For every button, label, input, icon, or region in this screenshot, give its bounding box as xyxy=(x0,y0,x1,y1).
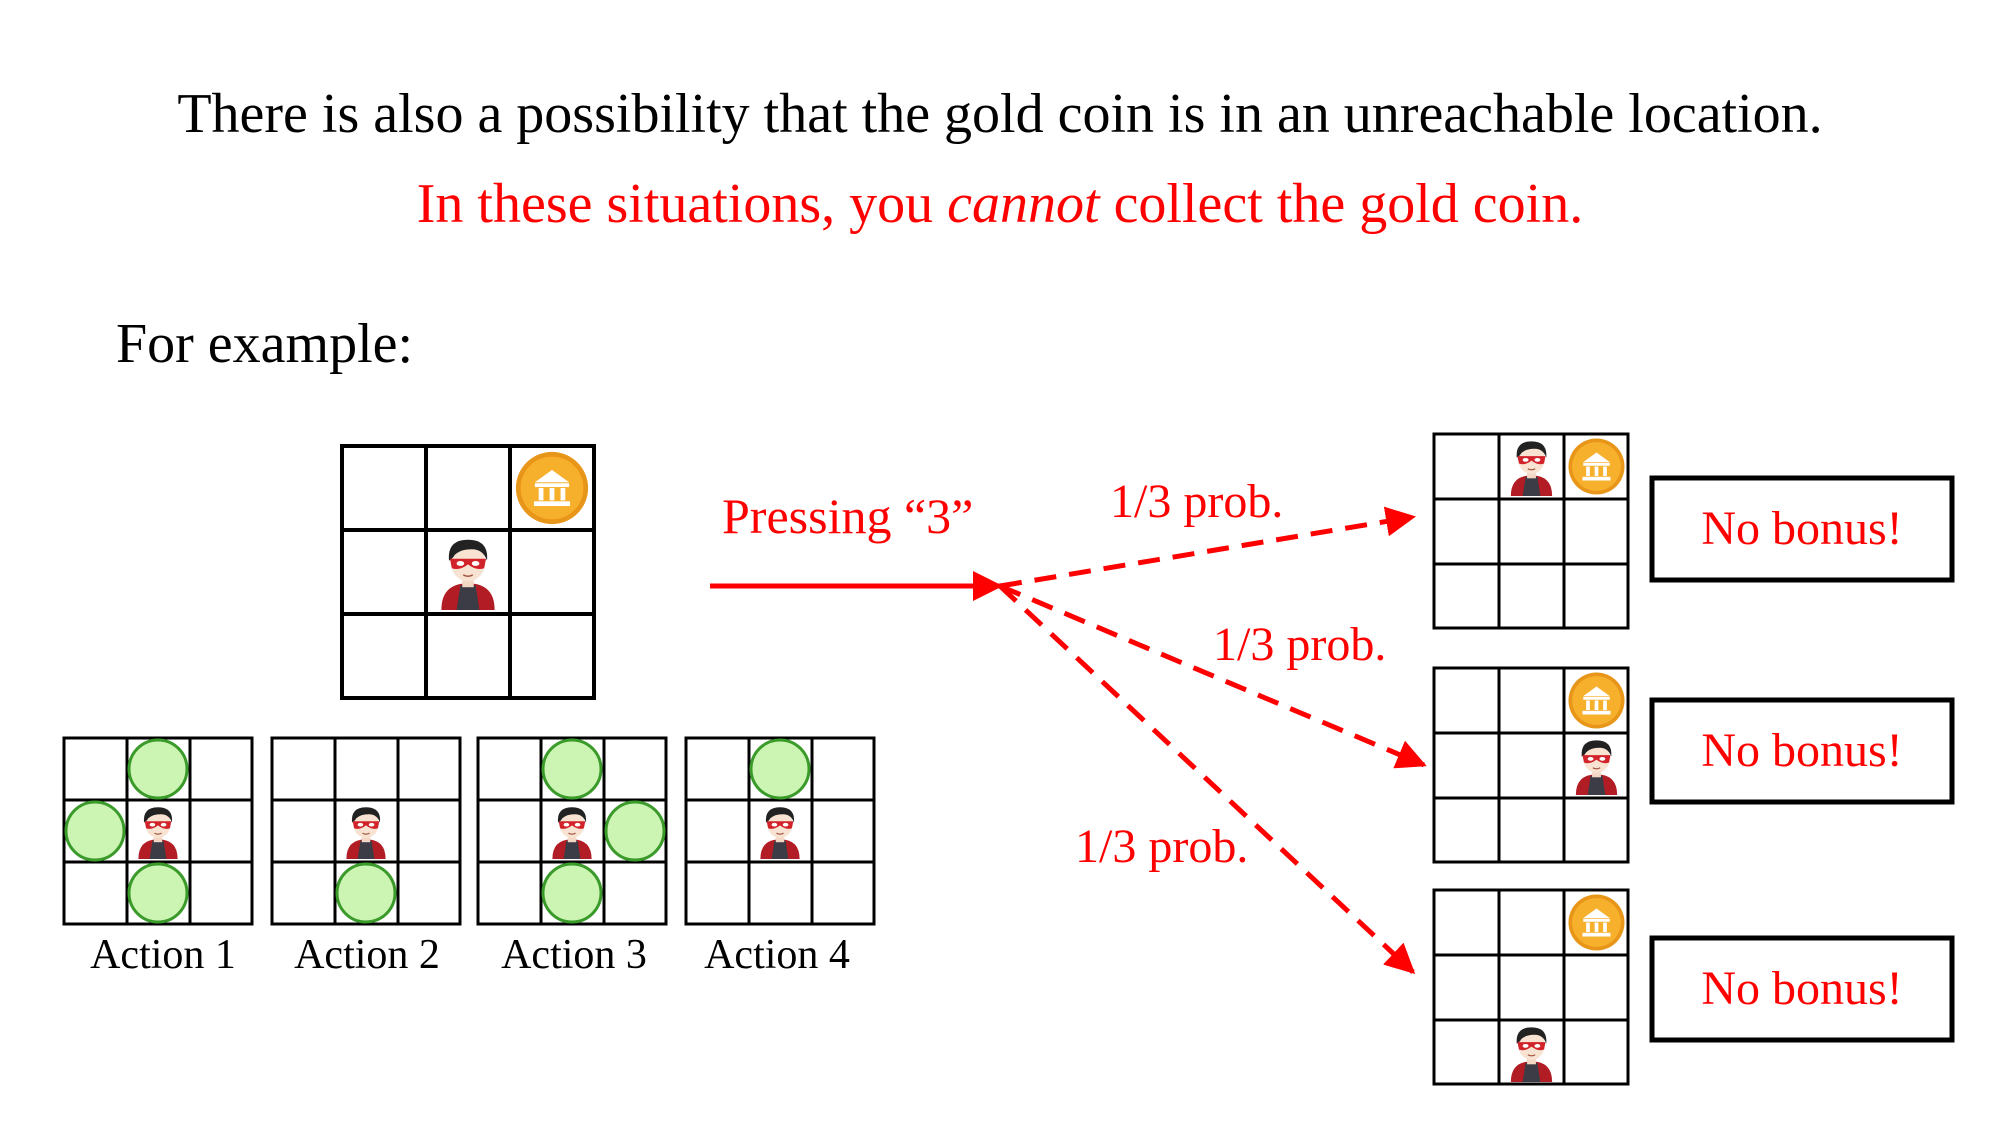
hero-avatar-icon xyxy=(440,538,496,610)
gold-coin-icon xyxy=(1568,894,1625,951)
outcome-grid-1 xyxy=(1432,432,1630,630)
reachable-cell-marker xyxy=(127,738,189,800)
result-box-1: No bonus! xyxy=(1649,475,1955,583)
gold-coin-icon xyxy=(1568,672,1625,729)
reachable-cell-marker xyxy=(541,738,603,800)
result-text-3: No bonus! xyxy=(1701,962,1902,1015)
hero-avatar-icon xyxy=(759,806,801,859)
result-text-2: No bonus! xyxy=(1701,724,1902,777)
action-grid-2 xyxy=(270,736,462,926)
reachable-cell-marker xyxy=(541,862,603,924)
prob-label-3: 1/3 prob. xyxy=(1075,820,1248,873)
reachable-cell-marker xyxy=(749,738,811,800)
action-label-3: Action 3 xyxy=(501,932,647,978)
reachable-cell-marker xyxy=(127,862,189,924)
heading-line-2: In these situations, you cannot collect … xyxy=(0,172,2000,236)
action-label-2: Action 2 xyxy=(294,932,440,978)
prob-arrow-3 xyxy=(998,584,1416,975)
example-label: For example: xyxy=(116,313,414,375)
heading-line-1: There is also a possibility that the gol… xyxy=(177,83,1823,145)
prob-label-1: 1/3 prob. xyxy=(1110,475,1283,528)
hero-avatar-icon xyxy=(345,806,387,859)
prob-arrow-2 xyxy=(999,583,1427,769)
hero-avatar-icon xyxy=(137,806,179,859)
prob-label-2: 1/3 prob. xyxy=(1213,618,1386,671)
hero-avatar-icon xyxy=(1575,739,1618,795)
action-grid-4 xyxy=(684,736,876,926)
action-label-4: Action 4 xyxy=(704,932,850,978)
heading-line-2-end: collect the gold coin. xyxy=(1099,173,1584,235)
heading-emphasis: cannot xyxy=(947,173,1100,235)
action-grid-1 xyxy=(62,736,254,926)
result-box-2: No bonus! xyxy=(1649,697,1955,805)
gold-coin-icon xyxy=(515,451,589,525)
pressing-label: Pressing “3” xyxy=(722,488,973,544)
result-box-3: No bonus! xyxy=(1649,935,1955,1043)
action-grid-3 xyxy=(476,736,668,926)
action-label-1: Action 1 xyxy=(90,932,236,978)
heading-line-2-start: In these situations, you xyxy=(416,173,948,235)
hero-avatar-icon xyxy=(1510,1026,1553,1082)
reachable-cell-marker xyxy=(604,800,666,862)
hero-avatar-icon xyxy=(551,806,593,859)
gold-coin-icon xyxy=(1568,438,1625,495)
outcome-grid-2 xyxy=(1432,666,1630,864)
main-grid xyxy=(340,444,596,700)
outcome-grid-3 xyxy=(1432,888,1630,1086)
result-text-1: No bonus! xyxy=(1701,502,1902,555)
hero-avatar-icon xyxy=(1510,440,1553,496)
reachable-cell-marker xyxy=(64,800,126,862)
reachable-cell-marker xyxy=(335,862,397,924)
